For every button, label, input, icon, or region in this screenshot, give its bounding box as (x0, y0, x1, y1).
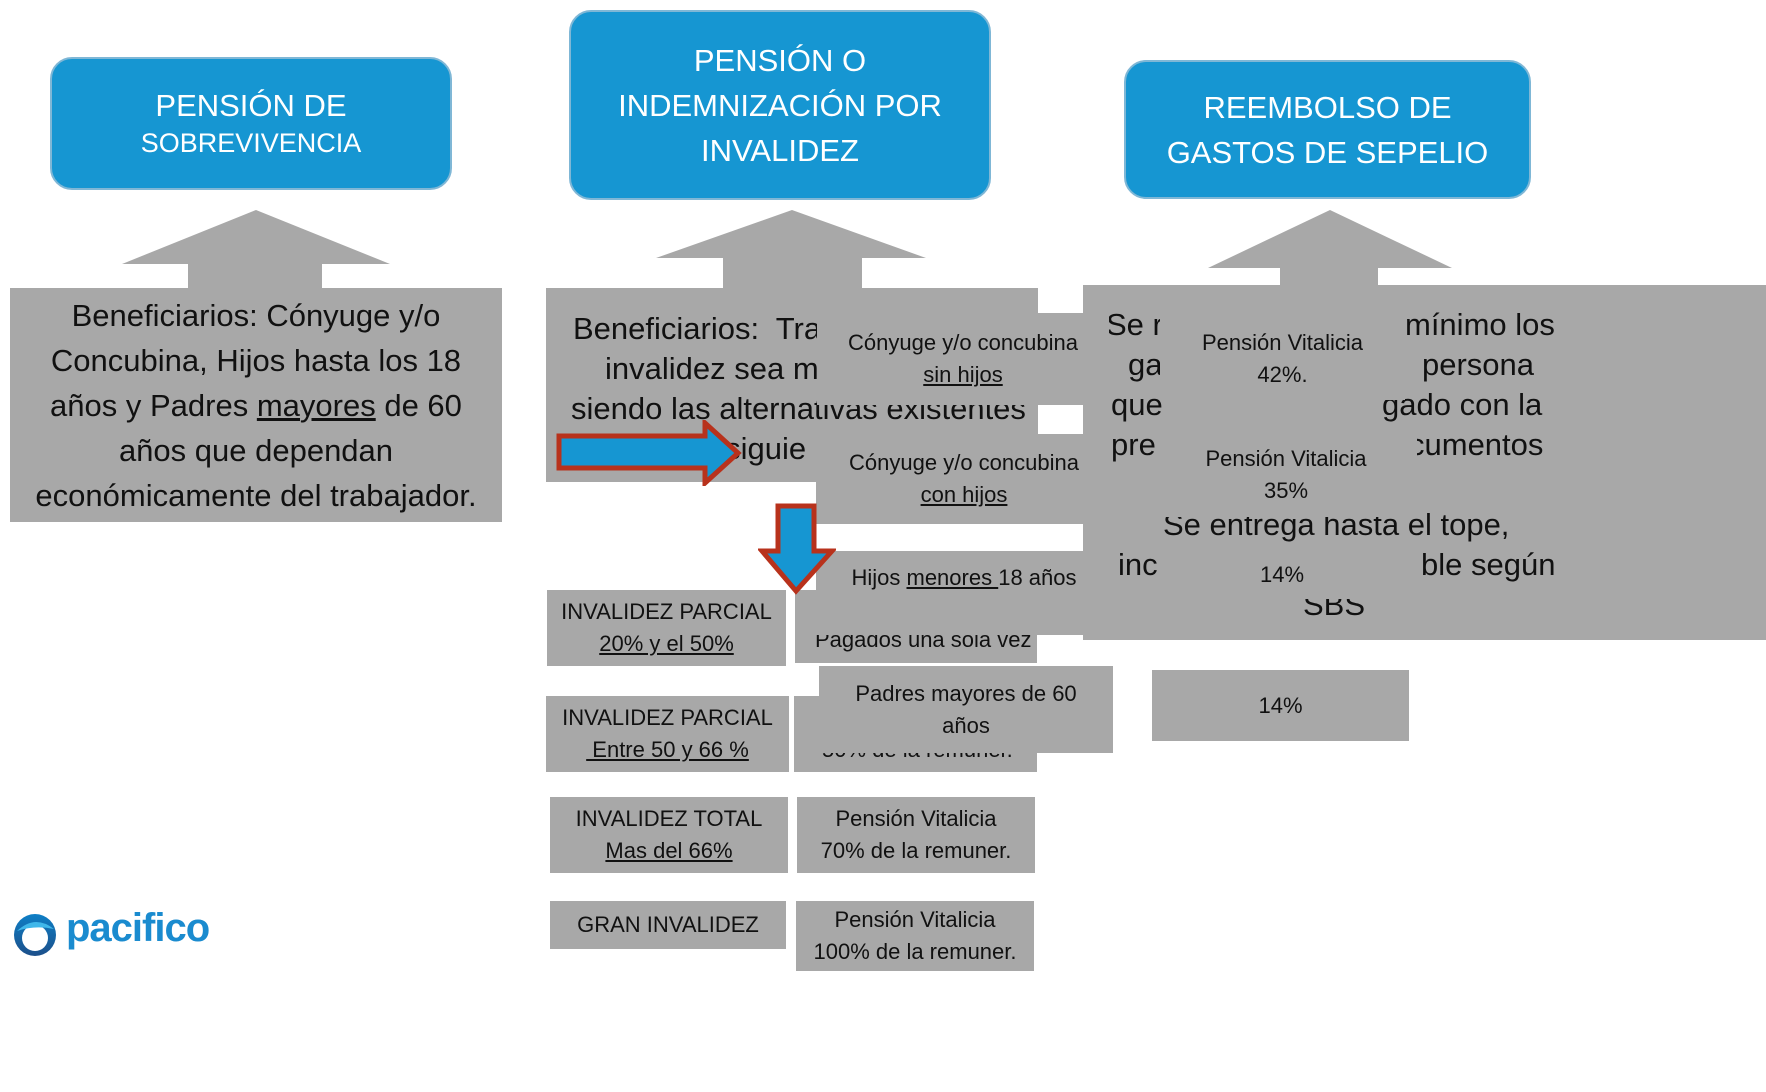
header-line: SOBREVIVENCIA (140, 128, 362, 159)
percentage-con-hijos: Pensión Vitalicia 35% (1155, 433, 1417, 517)
header-pension-invalidez: PENSIÓN O INDEMNIZACIÓN POR INVALIDEZ (569, 10, 991, 200)
header-line: GASTOS DE SEPELIO (1166, 134, 1489, 170)
header-line: INDEMNIZACIÓN POR (618, 87, 942, 123)
pacifico-logo: pacifico (12, 906, 222, 962)
beneficiarios-sobrevivencia-box: Beneficiarios: Cónyuge y/o Concubina, Hi… (10, 288, 502, 522)
beneficiary-padres: Padres mayores de 60 años (819, 666, 1113, 753)
header-line: PENSIÓN DE (155, 88, 347, 124)
invalidez-type-gran: GRAN INVALIDEZ (550, 901, 786, 949)
beneficiary-conyuge-con-hijos: Cónyuge y/o concubina con hijos (816, 434, 1112, 524)
down-arrow-icon (758, 503, 836, 595)
pacifico-logo-text: pacifico (66, 906, 210, 950)
beneficiary-conyuge-sin-hijos: Cónyuge y/o concubina sin hijos (817, 313, 1109, 405)
header-line: REEMBOLSO DE (1203, 89, 1452, 125)
percentage-hijos: 14% (1160, 551, 1404, 599)
percentage-sin-hijos: Pensión Vitalicia 42%. (1160, 318, 1405, 400)
header-line: PENSIÓN O (693, 42, 867, 78)
right-arrow-icon (556, 420, 742, 486)
header-reembolso-sepelio: REEMBOLSO DE GASTOS DE SEPELIO (1124, 60, 1531, 199)
beneficiary-hijos-menores: Hijos menores 18 años (816, 551, 1112, 635)
invalidez-type-total: INVALIDEZ TOTAL Mas del 66% (550, 797, 788, 873)
beneficiarios-text: Beneficiarios: Cónyuge y/o Concubina, Hi… (35, 297, 477, 513)
pacifico-logo-icon (14, 914, 56, 956)
header-line: INVALIDEZ (701, 132, 859, 168)
invalidez-value-total: Pensión Vitalicia 70% de la remuner. (797, 797, 1035, 873)
percentage-padres: 14% (1152, 670, 1409, 741)
invalidez-type-parcial-2: INVALIDEZ PARCIAL Entre 50 y 66 % (546, 696, 789, 772)
header-pension-sobrevivencia: PENSIÓN DE SOBREVIVENCIA (50, 57, 452, 190)
invalidez-value-gran: Pensión Vitalicia 100% de la remuner. (796, 901, 1034, 971)
invalidez-type-parcial-1: INVALIDEZ PARCIAL 20% y el 50% (547, 590, 786, 666)
